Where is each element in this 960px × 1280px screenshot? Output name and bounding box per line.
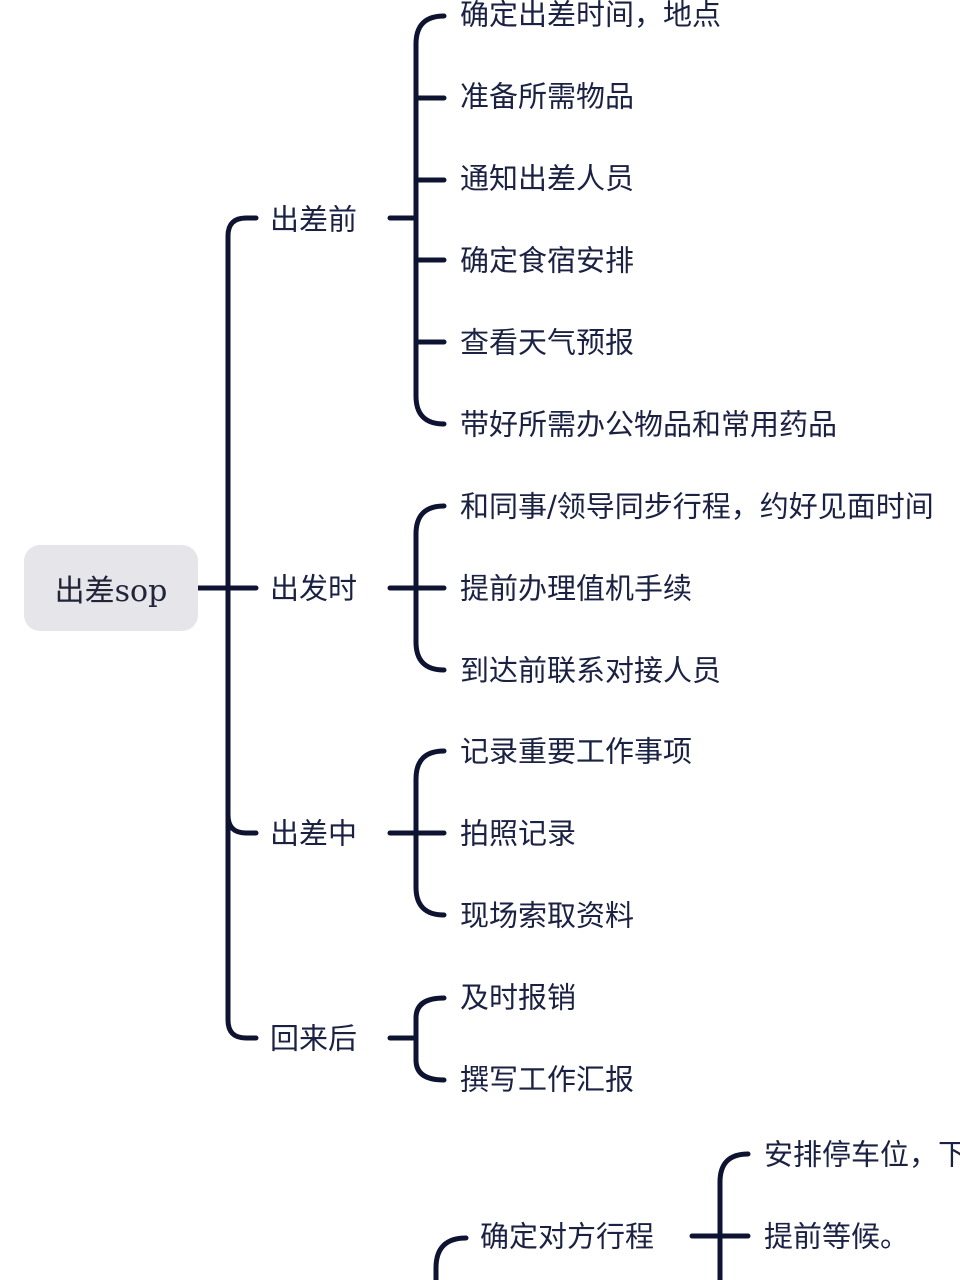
- branch-during[interactable]: 出差中: [270, 816, 358, 851]
- leaf-item[interactable]: 及时报销: [460, 980, 577, 1015]
- before-bracket: [413, 13, 447, 427]
- leaf-item[interactable]: 提前等候。: [764, 1219, 910, 1254]
- root-label: 出差sop: [54, 574, 168, 609]
- branch-depart[interactable]: 出发时: [270, 571, 358, 606]
- partial-bracket: [717, 1151, 751, 1280]
- branch-before[interactable]: 出差前: [270, 202, 358, 237]
- leaf-item[interactable]: 现场索取资料: [460, 898, 635, 933]
- leaf-item[interactable]: 拍照记录: [460, 816, 577, 851]
- after-bracket: [413, 995, 447, 1083]
- leaf-item[interactable]: 到达前联系对接人员: [460, 653, 722, 688]
- leaf-item[interactable]: 和同事/领导同步行程，约好见面时间: [460, 489, 934, 524]
- leaf-item[interactable]: 记录重要工作事项: [460, 734, 693, 769]
- leaf-item[interactable]: 带好所需办公物品和常用药品: [460, 407, 838, 442]
- leaf-item[interactable]: 查看天气预报: [460, 325, 635, 360]
- leaf-item[interactable]: 确定食宿安排: [460, 243, 635, 278]
- leaf-item[interactable]: 确定出差时间，地点: [460, 0, 722, 32]
- partial-branch[interactable]: 确定对方行程: [480, 1219, 655, 1254]
- leaf-item[interactable]: 撰写工作汇报: [460, 1062, 635, 1097]
- leaf-item[interactable]: 准备所需物品: [460, 79, 635, 114]
- trunk-to-during: [225, 812, 259, 836]
- partial-trunk: [433, 1235, 469, 1280]
- leaf-item[interactable]: 通知出差人员: [460, 161, 635, 196]
- leaf-item[interactable]: 安排停车位，下: [764, 1137, 960, 1172]
- leaf-item[interactable]: 提前办理值机手续: [460, 571, 693, 606]
- branch-after[interactable]: 回来后: [270, 1021, 358, 1056]
- root-node[interactable]: 出差sop: [24, 545, 198, 631]
- main-trunk: [225, 215, 259, 1041]
